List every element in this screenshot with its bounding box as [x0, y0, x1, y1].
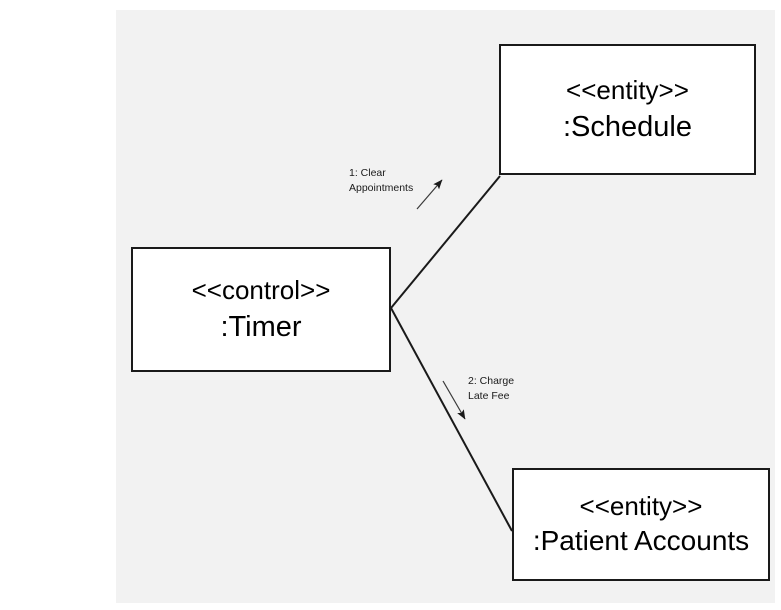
message-label-2: 2: Charge Late Fee — [468, 375, 515, 402]
uml-node-stereotype: <<entity>> — [566, 75, 689, 106]
uml-node-name: :Schedule — [563, 110, 692, 143]
uml-node-stereotype: <<entity>> — [579, 490, 703, 521]
uml-node-schedule[interactable]: <<entity>> :Schedule — [499, 44, 756, 175]
uml-node-stereotype: <<control>> — [191, 275, 331, 306]
uml-node-name: :Patient Accounts — [532, 525, 750, 557]
uml-node-timer[interactable]: <<control>> :Timer — [131, 247, 391, 372]
uml-node-patient-accounts[interactable]: <<entity>> :Patient Accounts — [512, 468, 770, 581]
message-label-1: 1: Clear Appointments — [349, 167, 414, 194]
uml-node-name: :Timer — [220, 310, 302, 343]
